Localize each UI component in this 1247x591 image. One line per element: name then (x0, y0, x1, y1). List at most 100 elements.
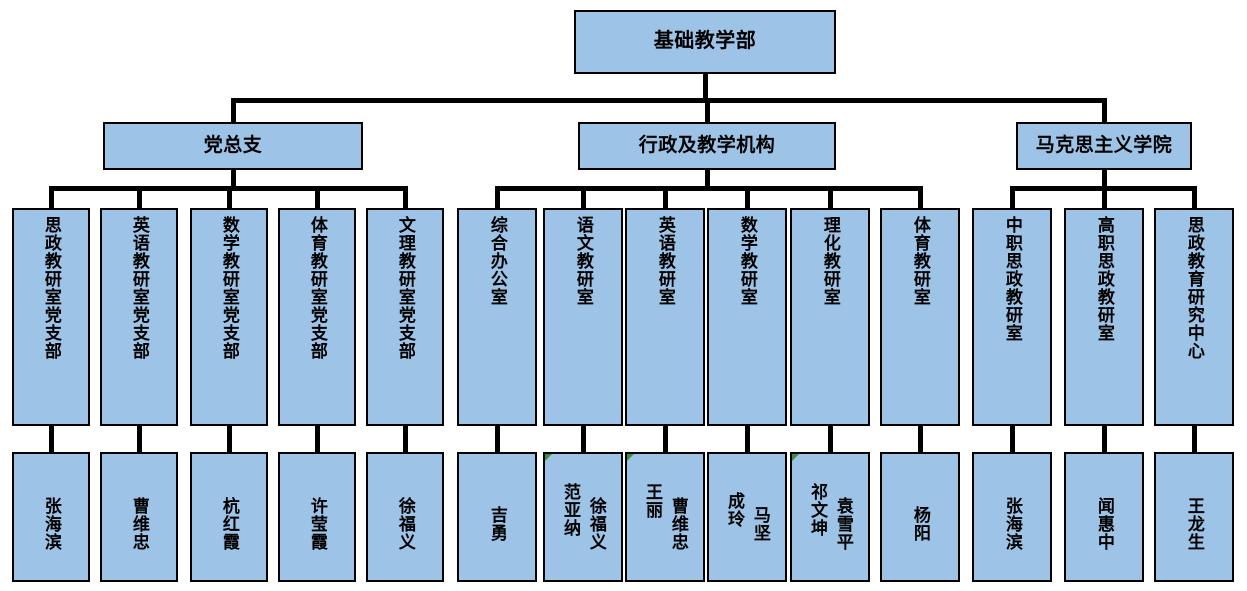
unit-stem (494, 186, 500, 208)
branch-drop-marxism (1101, 170, 1107, 186)
person-name: 王丽 (643, 483, 662, 519)
unit-node-label: 英语教研室党支部 (129, 216, 149, 360)
unit-node-label: 思政教研室党支部 (41, 216, 61, 360)
branch-node-label: 马克思主义学院 (1035, 134, 1173, 156)
name-columns: 曹维忠 (130, 483, 149, 551)
name-node-英语教研室党支部[interactable]: 曹维忠 (100, 452, 178, 582)
unit-node-label: 思政教育研究中心 (1184, 216, 1204, 360)
name-stem (744, 426, 750, 452)
person-name: 成玲 (725, 492, 744, 528)
unit-stem (1009, 186, 1015, 208)
name-stem (494, 426, 500, 452)
name-stem (917, 426, 923, 452)
comment-marker-icon (792, 454, 799, 461)
person-name: 徐福义 (395, 497, 415, 551)
unit-stem (827, 186, 833, 208)
comment-marker-icon (627, 454, 634, 461)
unit-stem (662, 186, 668, 208)
name-node-数学教研室[interactable]: 马坚成玲 (707, 452, 787, 582)
name-node-语文教研室[interactable]: 徐福义范亚纳 (543, 452, 623, 582)
name-columns: 许莹霞 (307, 483, 327, 551)
unit-stem (1101, 186, 1107, 208)
unit-node-label: 文理教研室党支部 (395, 216, 415, 360)
name-node-体育教研室党支部[interactable]: 许莹霞 (278, 452, 356, 582)
branch-drop-party (230, 170, 236, 186)
name-columns: 马坚成玲 (725, 492, 770, 542)
branch-node-marxism[interactable]: 马克思主义学院 (1016, 122, 1192, 170)
unit-node-中职思政教研室[interactable]: 中职思政教研室 (972, 208, 1052, 426)
unit-node-label: 中职思政教研室 (1002, 216, 1022, 342)
name-stem (580, 426, 586, 452)
name-node-数学教研室党支部[interactable]: 杭红霞 (190, 452, 268, 582)
unit-node-label: 英语教研室 (655, 216, 675, 306)
unit-node-体育教研室[interactable]: 体育教研室 (880, 208, 960, 426)
unit-node-数学教研室[interactable]: 数学教研室 (707, 208, 787, 426)
branch-stem-party (230, 98, 236, 122)
name-stem (48, 426, 54, 452)
branch-node-label: 行政及教学机构 (638, 134, 776, 156)
name-node-高职思政教研室[interactable]: 闻惠中 (1064, 452, 1144, 582)
name-columns: 张海滨 (42, 483, 61, 551)
unit-node-label: 高职思政教研室 (1094, 216, 1114, 342)
root-node[interactable]: 基础教学部 (574, 10, 836, 74)
branch-stem-admin (704, 98, 710, 122)
name-node-理化教研室[interactable]: 袁雪平祁文坤 (790, 452, 870, 582)
branch-node-party[interactable]: 党总支 (103, 122, 363, 170)
unit-node-label: 语文教研室 (573, 216, 593, 306)
person-name: 杭红霞 (219, 497, 239, 551)
root-node-label: 基础教学部 (653, 30, 757, 53)
name-columns: 袁雪平祁文坤 (808, 483, 853, 551)
unit-node-英语教研室[interactable]: 英语教研室 (625, 208, 705, 426)
name-node-思政教研室党支部[interactable]: 张海滨 (12, 452, 90, 582)
unit-node-英语教研室党支部[interactable]: 英语教研室党支部 (100, 208, 178, 426)
unit-bus-admin (494, 186, 923, 191)
name-columns: 杭红霞 (219, 483, 239, 551)
unit-node-文理教研室党支部[interactable]: 文理教研室党支部 (366, 208, 444, 426)
unit-stem (136, 186, 142, 208)
branch-drop-admin (704, 170, 710, 186)
person-name: 吉勇 (487, 506, 507, 542)
name-node-文理教研室党支部[interactable]: 徐福义 (366, 452, 444, 582)
name-columns: 徐福义 (395, 483, 415, 551)
unit-node-语文教研室[interactable]: 语文教研室 (543, 208, 623, 426)
branch-node-admin[interactable]: 行政及教学机构 (578, 122, 836, 170)
person-name: 马坚 (750, 506, 770, 542)
unit-stem (917, 186, 923, 208)
branch-node-label: 党总支 (203, 134, 263, 156)
unit-stem (314, 186, 320, 208)
name-columns: 王龙生 (1184, 483, 1204, 551)
comment-marker-icon (545, 454, 552, 461)
name-stem (662, 426, 668, 452)
name-stem (226, 426, 232, 452)
name-stem (1191, 426, 1197, 452)
name-stem (314, 426, 320, 452)
person-name: 许莹霞 (307, 497, 327, 551)
unit-stem (402, 186, 408, 208)
name-columns: 张海滨 (1002, 483, 1022, 551)
unit-node-理化教研室[interactable]: 理化教研室 (790, 208, 870, 426)
name-node-思政教育研究中心[interactable]: 王龙生 (1154, 452, 1234, 582)
person-name: 张海滨 (1002, 497, 1022, 551)
unit-node-label: 体育教研室 (910, 216, 930, 306)
unit-node-数学教研室党支部[interactable]: 数学教研室党支部 (190, 208, 268, 426)
person-name: 徐福义 (586, 497, 606, 551)
name-node-中职思政教研室[interactable]: 张海滨 (972, 452, 1052, 582)
name-node-体育教研室[interactable]: 杨阳 (880, 452, 960, 582)
person-name: 曹维忠 (668, 497, 688, 551)
person-name: 杨阳 (910, 506, 930, 542)
unit-node-体育教研室党支部[interactable]: 体育教研室党支部 (278, 208, 356, 426)
person-name: 王龙生 (1184, 497, 1204, 551)
name-columns: 闻惠中 (1094, 483, 1114, 551)
name-node-英语教研室[interactable]: 曹维忠王丽 (625, 452, 705, 582)
unit-node-label: 数学教研室党支部 (219, 216, 239, 360)
unit-node-思政教研室党支部[interactable]: 思政教研室党支部 (12, 208, 90, 426)
unit-node-综合办公室[interactable]: 综合办公室 (457, 208, 537, 426)
name-columns: 曹维忠王丽 (643, 483, 688, 551)
unit-node-高职思政教研室[interactable]: 高职思政教研室 (1064, 208, 1144, 426)
unit-stem (1191, 186, 1197, 208)
name-node-综合办公室[interactable]: 吉勇 (457, 452, 537, 582)
unit-stem (226, 186, 232, 208)
unit-node-思政教育研究中心[interactable]: 思政教育研究中心 (1154, 208, 1234, 426)
person-name: 闻惠中 (1094, 497, 1114, 551)
